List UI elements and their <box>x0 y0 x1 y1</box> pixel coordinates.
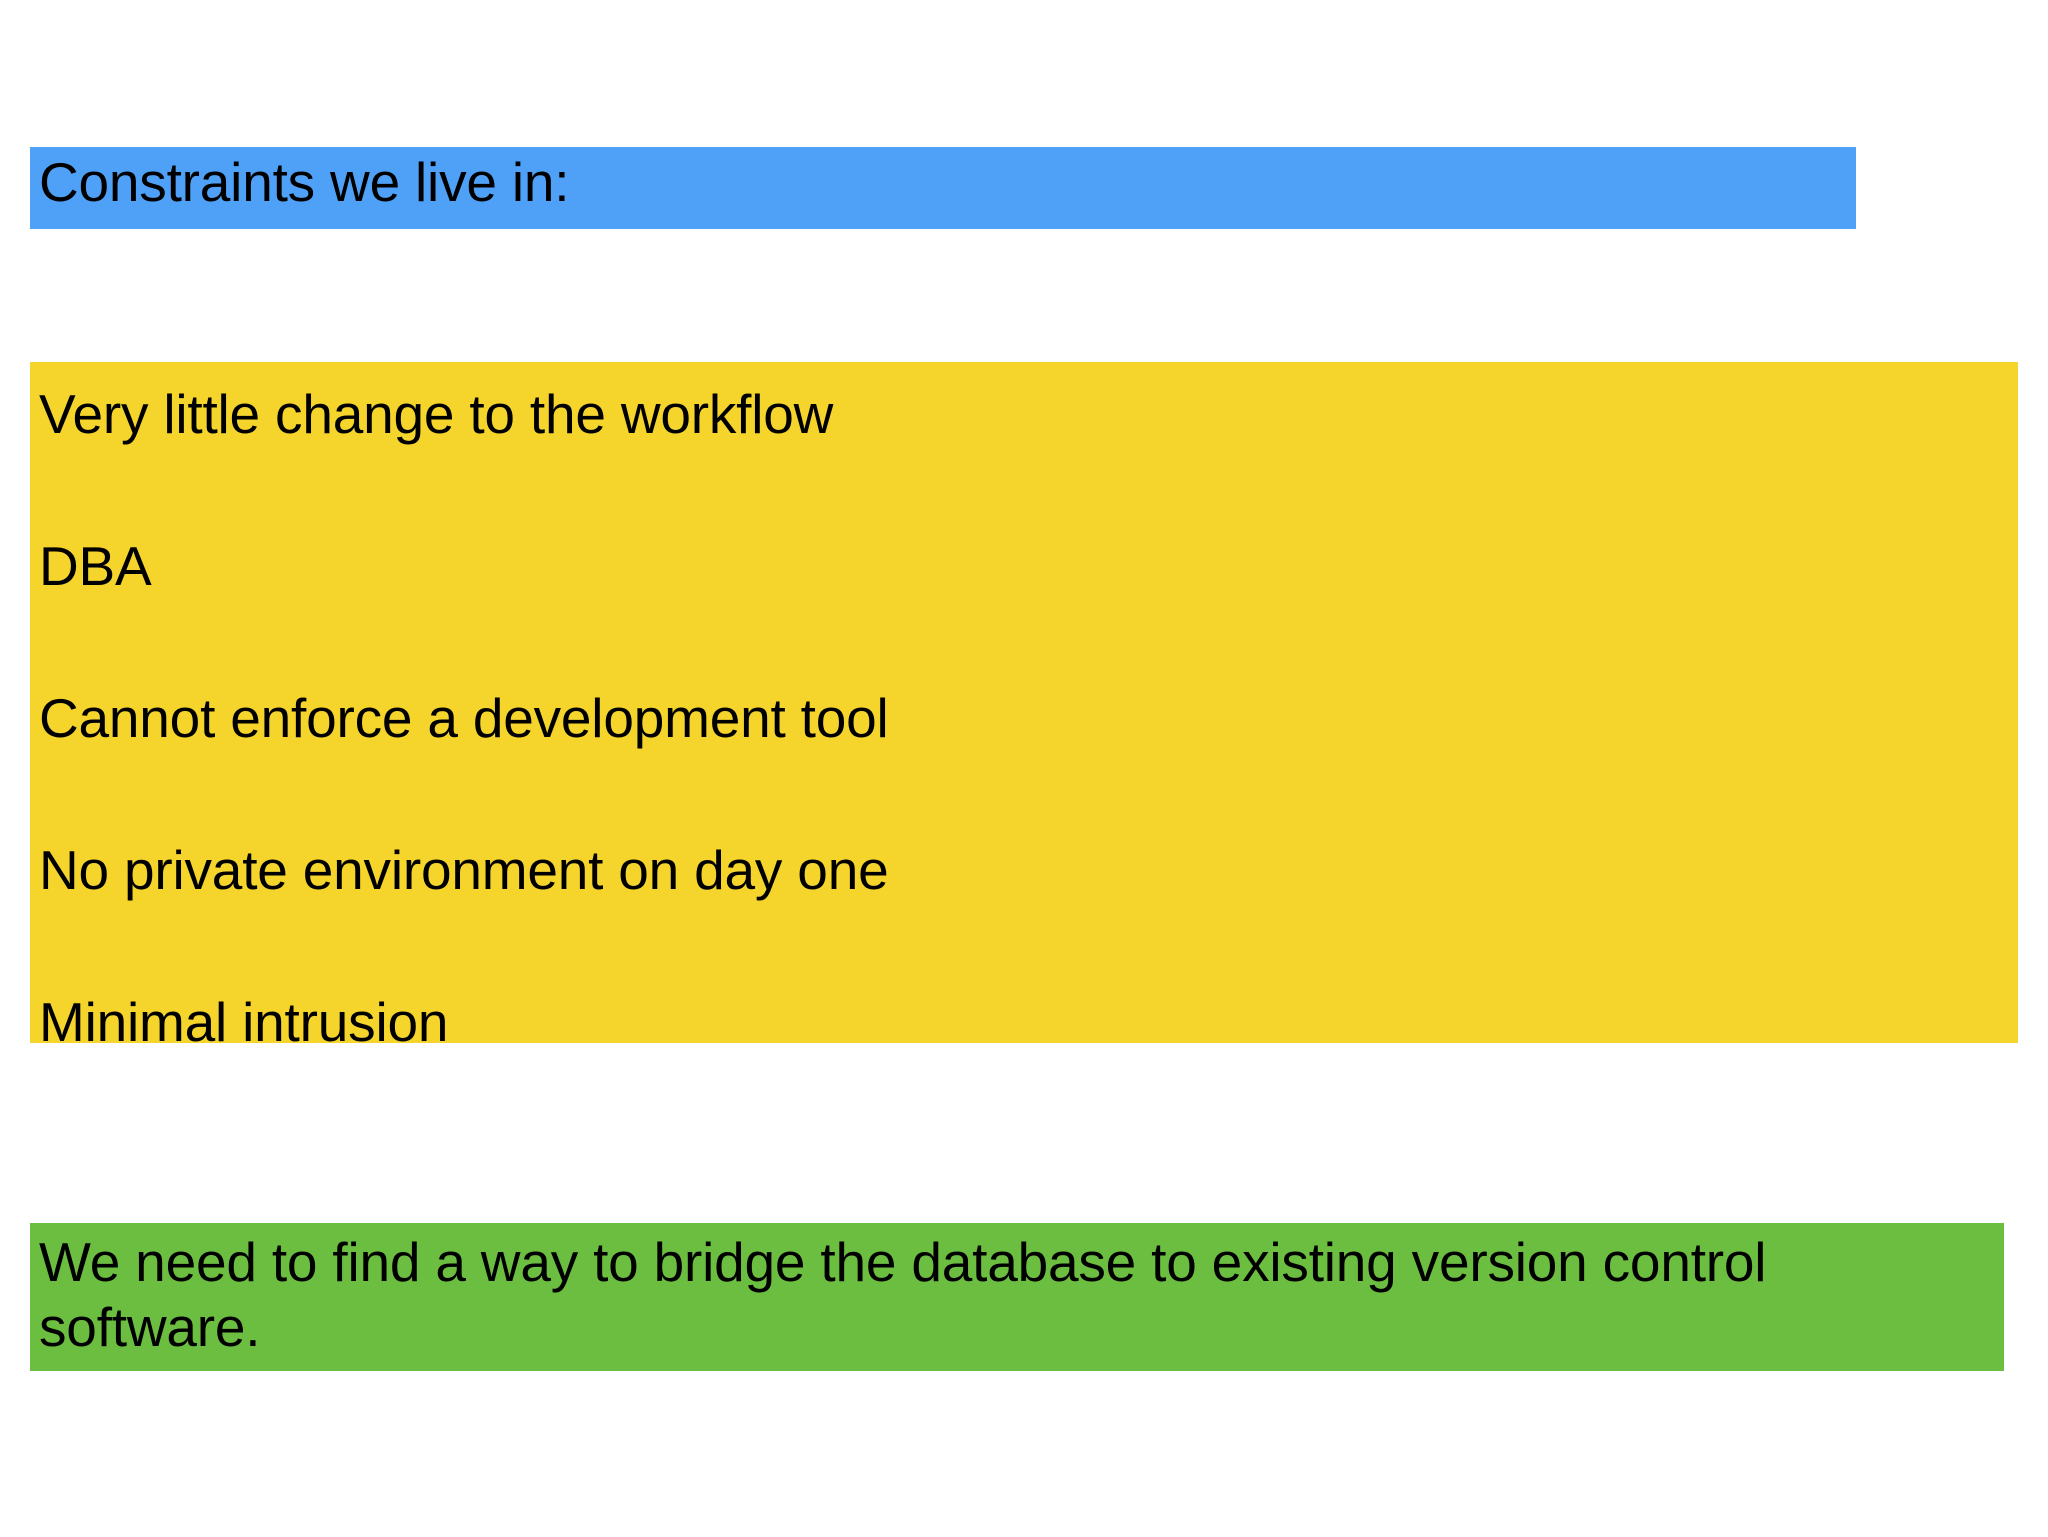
constraint-item-3: Cannot enforce a development tool <box>39 687 889 749</box>
constraint-item-2: DBA <box>39 535 152 597</box>
conclusion-text: We need to find a way to bridge the data… <box>39 1231 1767 1358</box>
constraint-item-1: Very little change to the workflow <box>39 383 834 445</box>
heading-band: Constraints we live in: <box>30 147 1856 229</box>
constraint-item-5: Minimal intrusion <box>39 991 449 1053</box>
constraints-band: Very little change to the workflow DBA C… <box>30 362 2018 1050</box>
conclusion-band: We need to find a way to bridge the data… <box>30 1223 2004 1371</box>
constraint-item-4: No private environment on day one <box>39 839 889 901</box>
heading-text: Constraints we live in: <box>39 151 570 213</box>
